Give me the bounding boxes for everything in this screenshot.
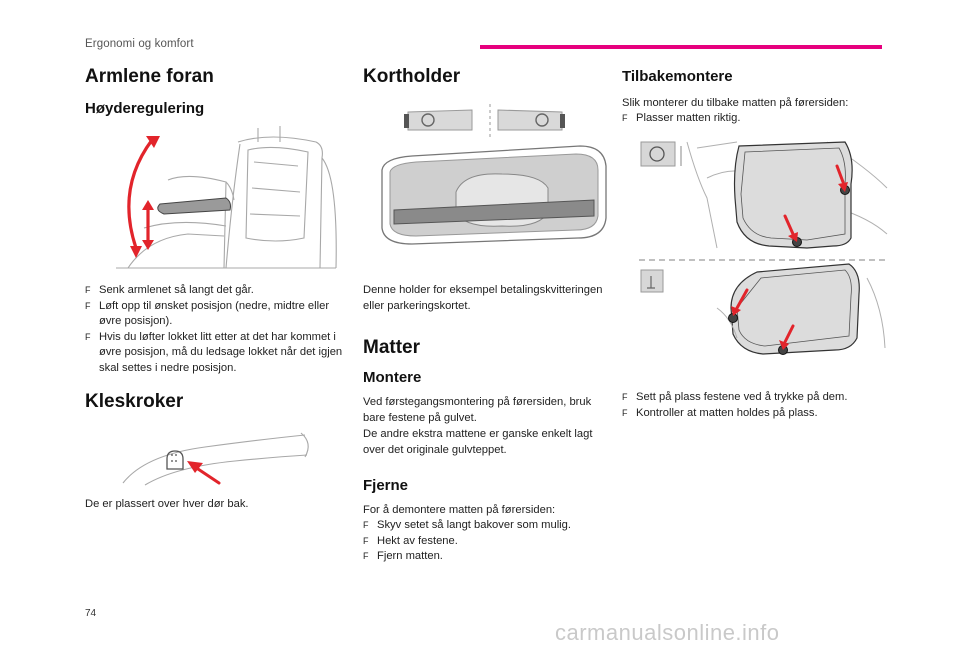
bullet-text: Kontroller at matten holdes på plass. [636, 406, 818, 419]
montere-title: Montere [363, 369, 422, 386]
bullet-item: F Plasser matten riktig. [622, 111, 882, 127]
bullet-text: Skyv setet så langt bakover som mulig. [377, 519, 572, 531]
bullet-item: F Hekt av festene. [363, 534, 613, 550]
bullet-text: Senk armlenet så langt det går. [99, 284, 254, 296]
tilbakemontere-bullets-bottom: F Sett på plass festene ved å trykke på … [622, 390, 882, 421]
bullet-marker: F [363, 535, 369, 546]
kleskroker-text: De er plassert over hver dør bak. [85, 498, 249, 510]
bullet-text: Fjern matten. [377, 550, 443, 562]
bullet-marker: F [363, 551, 369, 561]
bullet-marker: F [85, 300, 91, 311]
bullet-item: F Sett på plass festene ved å trykke på … [622, 390, 882, 406]
coat-hook-illustration [115, 425, 315, 490]
bullet-text: Plasser matten riktig. [636, 112, 741, 124]
tilbakemontere-bullets-top: F Plasser matten riktig. [622, 111, 882, 127]
bullet-item: F Fjern matten. [363, 549, 613, 565]
bullet-marker: F [622, 113, 628, 123]
matter-title: Matter [363, 337, 421, 358]
fjerne-intro: For å demontere matten på førersiden: [363, 504, 556, 516]
section-accent-bar [480, 45, 882, 49]
bullet-item: F Hvis du løfter lokket litt etter at de… [85, 330, 347, 377]
watermark: carmanualsonline.info [555, 620, 780, 645]
section-header: Ergonomi og komfort [85, 38, 194, 50]
fjerne-title: Fjerne [363, 477, 409, 494]
bullet-text: Sett på plass festene ved å trykke på de… [636, 391, 848, 403]
tilbakemontere-intro: Slik monterer du tilbake matten på fører… [622, 97, 849, 109]
armrest-seat-illustration [108, 118, 340, 276]
bullet-marker: F [622, 407, 628, 418]
bullet-item: F Skyv setet så langt bakover som mulig. [363, 518, 613, 534]
bullet-text: Hvis du løfter lokket litt etter at det … [99, 330, 343, 374]
kortholder-title: Kortholder [363, 66, 461, 87]
bullet-item: F Kontroller at matten holdes på plass. [622, 406, 882, 422]
montere-text-2: De andre ekstra mattene er ganske enkelt… [363, 428, 593, 456]
bullet-marker: F [622, 392, 628, 402]
bullet-text: Løft opp til ønsket posisjon (nedre, mid… [99, 299, 330, 328]
bullet-item: F Løft opp til ønsket posisjon (nedre, m… [85, 299, 347, 330]
kleskroker-title: Kleskroker [85, 391, 184, 412]
bullet-item: F Senk armlenet så langt det går. [85, 283, 347, 299]
bullet-text: Hekt av festene. [377, 534, 458, 547]
card-holder-illustration [372, 100, 612, 262]
armlene-subtitle: Høyderegulering [85, 100, 205, 117]
fjerne-bullets: F Skyv setet så langt bakover som mulig.… [363, 518, 613, 565]
tilbakemontere-title: Tilbakemontere [622, 68, 733, 85]
floor-mat-illustration [637, 138, 889, 356]
bullet-marker: F [85, 331, 91, 342]
bullet-marker: F [85, 285, 91, 295]
armlene-title: Armlene foran [85, 66, 214, 87]
kortholder-text: Denne holder for eksempel betalingskvitt… [363, 284, 603, 312]
montere-text-1: Ved førstegangsmontering på førersiden, … [363, 396, 592, 424]
bullet-marker: F [363, 520, 369, 530]
page-number: 74 [85, 608, 97, 619]
armlene-bullets: F Senk armlenet så langt det går. F Løft… [85, 283, 347, 376]
